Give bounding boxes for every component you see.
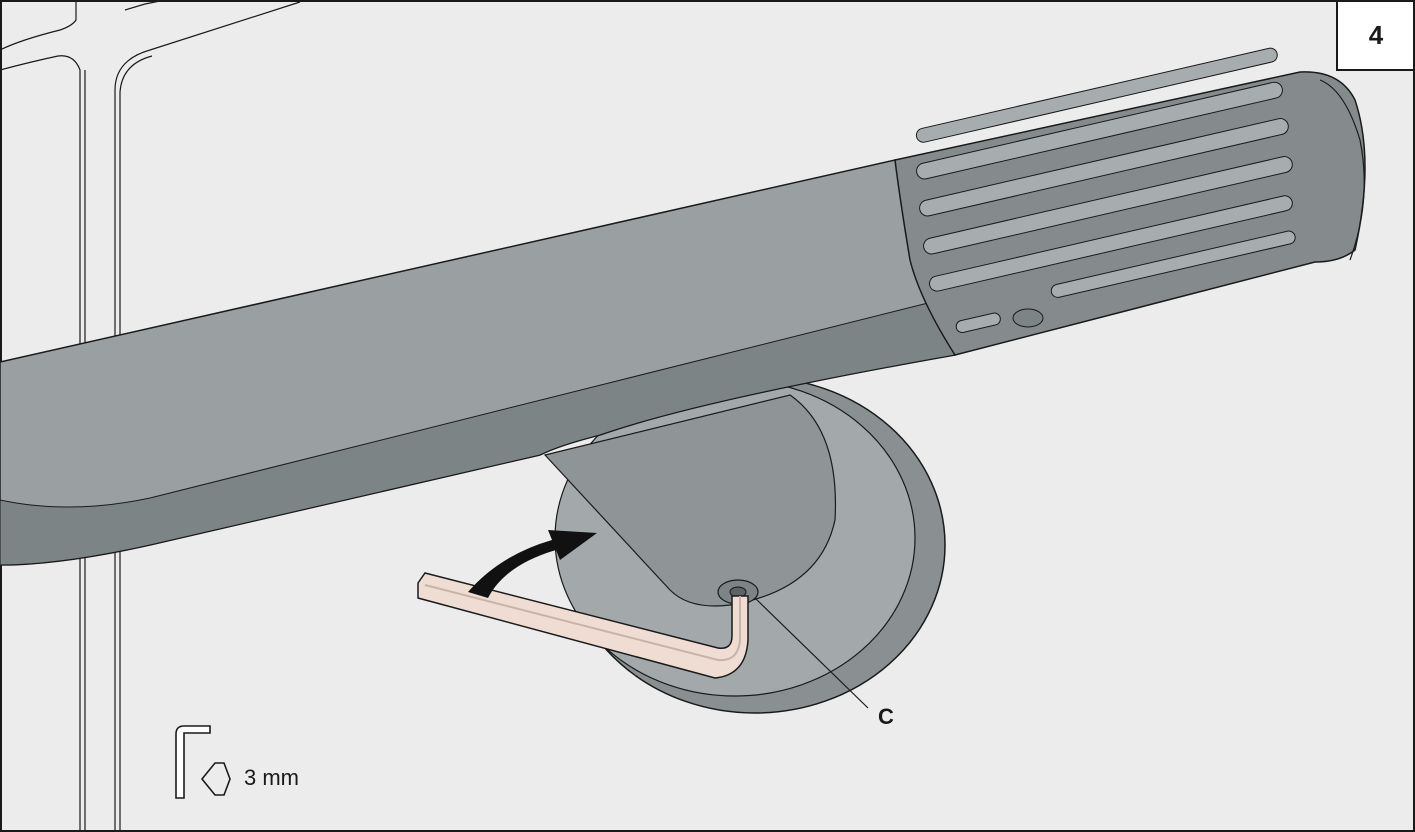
grip-screw	[1012, 308, 1044, 328]
step-number-box	[1336, 0, 1415, 71]
mounting-disc	[543, 376, 946, 714]
hex-key-icon	[175, 725, 211, 799]
hex-wrench	[417, 572, 749, 679]
rotation-arrow	[468, 530, 597, 598]
callout-leader-line	[754, 597, 869, 709]
tool-size-label: 3 mm	[244, 765, 299, 790]
step-number: 4	[1368, 19, 1384, 50]
callout-label-c: C	[878, 704, 894, 729]
hexagon-icon	[200, 762, 231, 796]
handle-grip	[894, 47, 1366, 356]
frame-structure	[0, 0, 301, 832]
handlebar-tube	[0, 159, 956, 566]
